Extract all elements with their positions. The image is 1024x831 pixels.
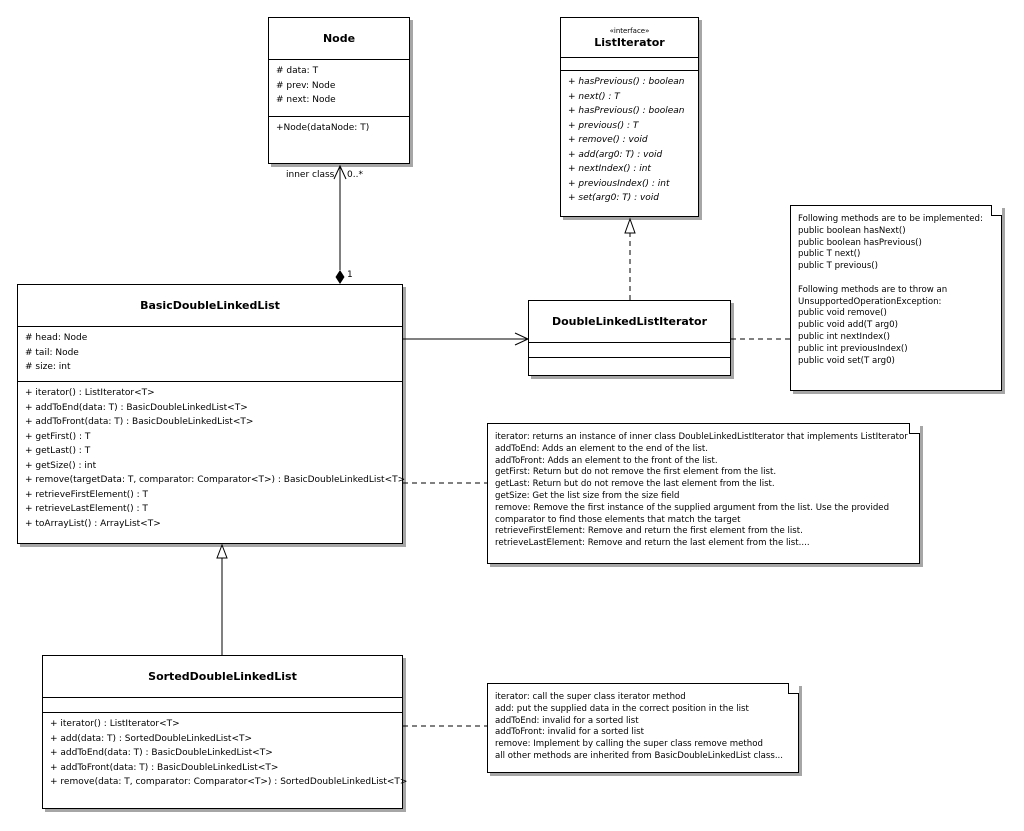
note-line: public T next() xyxy=(798,249,861,260)
note-line: addToFront: Adds an element to the front… xyxy=(495,455,718,466)
note-line: add: put the supplied data in the correc… xyxy=(495,703,749,714)
note-fold-corner xyxy=(991,205,1002,216)
class-basic-double-linked-list-name: BasicDoubleLinkedList xyxy=(18,285,402,327)
note-line xyxy=(798,273,995,285)
class-double-linked-list-iterator-attributes xyxy=(529,343,730,358)
note-line: public void add(T arg0) xyxy=(798,320,898,331)
note-line: comparator to find those elements that m… xyxy=(495,514,741,525)
operation: + getLast() : T xyxy=(25,446,91,456)
operation: + getFirst() : T xyxy=(25,431,91,442)
operation: + toArrayList() : ArrayList<T> xyxy=(25,518,161,529)
operation: + addToEnd(data: T) : BasicDoubleLinkedL… xyxy=(25,402,248,413)
class-list-iterator-attributes xyxy=(561,58,698,71)
operation: +Node(dataNode: T) xyxy=(276,123,370,133)
note-line: public boolean hasPrevious() xyxy=(798,237,922,248)
attribute: # next: Node xyxy=(276,95,336,105)
label-multiplicity-one: 1 xyxy=(347,270,353,280)
operation: + previousIndex() : int xyxy=(568,178,670,189)
class-double-linked-list-iterator[interactable]: DoubleLinkedListIterator xyxy=(528,300,731,376)
operation: + hasPrevious() : boolean xyxy=(568,77,685,87)
class-list-iterator-header: «interface» ListIterator xyxy=(561,18,698,58)
operation: + previous() : T xyxy=(568,120,639,131)
note-line: public int nextIndex() xyxy=(798,331,890,342)
note-line: public T previous() xyxy=(798,261,879,272)
note-line: getSize: Get the list size from the size… xyxy=(495,490,680,501)
class-basic-double-linked-list[interactable]: BasicDoubleLinkedList # head: Node # tail… xyxy=(17,284,406,544)
note-line: remove: Remove the first instance of the… xyxy=(495,502,890,513)
class-node-attributes: # data: T # prev: Node # next: Node xyxy=(269,60,409,117)
operation: + hasPrevious() : boolean xyxy=(568,106,685,116)
note-sorted-list[interactable]: iterator: call the super class iterator … xyxy=(487,683,799,773)
class-sorted-double-linked-list[interactable]: SortedDoubleLinkedList + iterator() : Li… xyxy=(42,655,408,809)
generalization-arrowhead xyxy=(216,543,228,559)
note-line: Following methods are to be implemented: xyxy=(798,214,983,224)
class-node-name: Node xyxy=(269,18,409,60)
class-node[interactable]: Node # data: T # prev: Node # next: Node +… xyxy=(268,17,410,164)
operation: + nextIndex() : int xyxy=(568,164,651,174)
class-basic-double-linked-list-attributes: # head: Node # tail: Node # size: int xyxy=(18,327,402,382)
note-line: all other methods are inherited from Bas… xyxy=(495,750,784,761)
operation: + remove(data: T, comparator: Comparator… xyxy=(50,777,408,787)
operation: + set(arg0: T) : void xyxy=(568,193,660,203)
operation: + addToFront(data: T) : BasicDoubleLinke… xyxy=(25,417,254,427)
note-iterator[interactable]: Following methods are to be implemented:… xyxy=(790,205,1002,391)
label-multiplicity-many: 0..* xyxy=(347,170,363,180)
class-sorted-double-linked-list-attributes xyxy=(43,698,402,713)
class-node-operations: +Node(dataNode: T) xyxy=(269,117,409,139)
class-list-iterator[interactable]: «interface» ListIterator + hasPrevious()… xyxy=(560,17,699,217)
operation: + addToEnd(data: T) : BasicDoubleLinkedL… xyxy=(50,748,273,758)
operation: + retrieveLastElement() : T xyxy=(25,504,148,514)
note-line: remove: Implement by calling the super c… xyxy=(495,739,763,750)
note-fold-corner xyxy=(788,683,799,694)
attribute: # size: int xyxy=(25,362,71,372)
operation: + getSize() : int xyxy=(25,460,97,471)
class-sorted-double-linked-list-name: SortedDoubleLinkedList xyxy=(43,656,402,698)
operation: + remove() : void xyxy=(568,135,648,145)
note-sorted-list-text: iterator: call the super class iterator … xyxy=(495,692,792,763)
class-sorted-double-linked-list-operations: + iterator() : ListIterator<T> + add(data… xyxy=(43,713,408,793)
note-iterator-text: Following methods are to be implemented:… xyxy=(798,214,995,367)
attribute: # tail: Node xyxy=(25,347,79,358)
note-line: UnsupportedOperationException: xyxy=(798,296,942,307)
note-line: retrieveLastElement: Remove and return t… xyxy=(495,538,810,549)
operation: + iterator() : ListIterator<T> xyxy=(25,388,155,398)
note-line: addToFront: invalid for a sorted list xyxy=(495,727,645,738)
class-list-iterator-stereotype: «interface» xyxy=(609,26,650,35)
note-line: getFirst: Return but do not remove the f… xyxy=(495,467,777,478)
operation: + add(data: T) : SortedDoubleLinkedList<… xyxy=(50,733,253,744)
note-line: public void remove() xyxy=(798,308,887,319)
note-line: retrieveFirstElement: Remove and return … xyxy=(495,526,803,537)
label-inner-class: inner class xyxy=(286,170,335,180)
operation: + iterator() : ListIterator<T> xyxy=(50,719,180,729)
note-line: public boolean hasNext() xyxy=(798,225,906,236)
attribute: # head: Node xyxy=(25,333,88,343)
note-line: addToEnd: Adds an element to the end of … xyxy=(495,443,708,454)
class-double-linked-list-iterator-name: DoubleLinkedListIterator xyxy=(529,301,730,343)
composition-arrowhead xyxy=(333,164,347,180)
note-line: public void set(T arg0) xyxy=(798,355,895,366)
note-line: Following methods are to throw an xyxy=(798,284,948,295)
operation: + add(arg0: T) : void xyxy=(568,149,663,160)
operation: + retrieveFirstElement() : T xyxy=(25,489,149,500)
operation: + remove(targetData: T, comparator: Comp… xyxy=(25,475,406,485)
note-line: iterator: call the super class iterator … xyxy=(495,692,686,702)
note-fold-corner xyxy=(909,423,920,434)
class-basic-double-linked-list-operations: + iterator() : ListIterator<T> + addToEnd… xyxy=(18,382,406,534)
realization-arrowhead xyxy=(624,217,636,234)
operation: + addToFront(data: T) : BasicDoubleLinke… xyxy=(50,762,279,773)
note-basic-list[interactable]: iterator: returns an instance of inner c… xyxy=(487,423,920,564)
class-list-iterator-operations: + hasPrevious() : boolean + next() : T + h… xyxy=(561,71,698,209)
note-line: addToEnd: invalid for a sorted list xyxy=(495,715,639,726)
note-basic-list-text: iterator: returns an instance of inner c… xyxy=(495,432,913,550)
attribute: # data: T xyxy=(276,66,319,76)
note-line: iterator: returns an instance of inner c… xyxy=(495,432,908,442)
note-line: getLast: Return but do not remove the la… xyxy=(495,479,775,490)
note-line: public int previousIndex() xyxy=(798,343,908,354)
class-list-iterator-name: ListIterator xyxy=(594,35,665,49)
attribute: # prev: Node xyxy=(276,80,336,91)
operation: + next() : T xyxy=(568,91,620,102)
composition-diamond xyxy=(335,270,345,284)
